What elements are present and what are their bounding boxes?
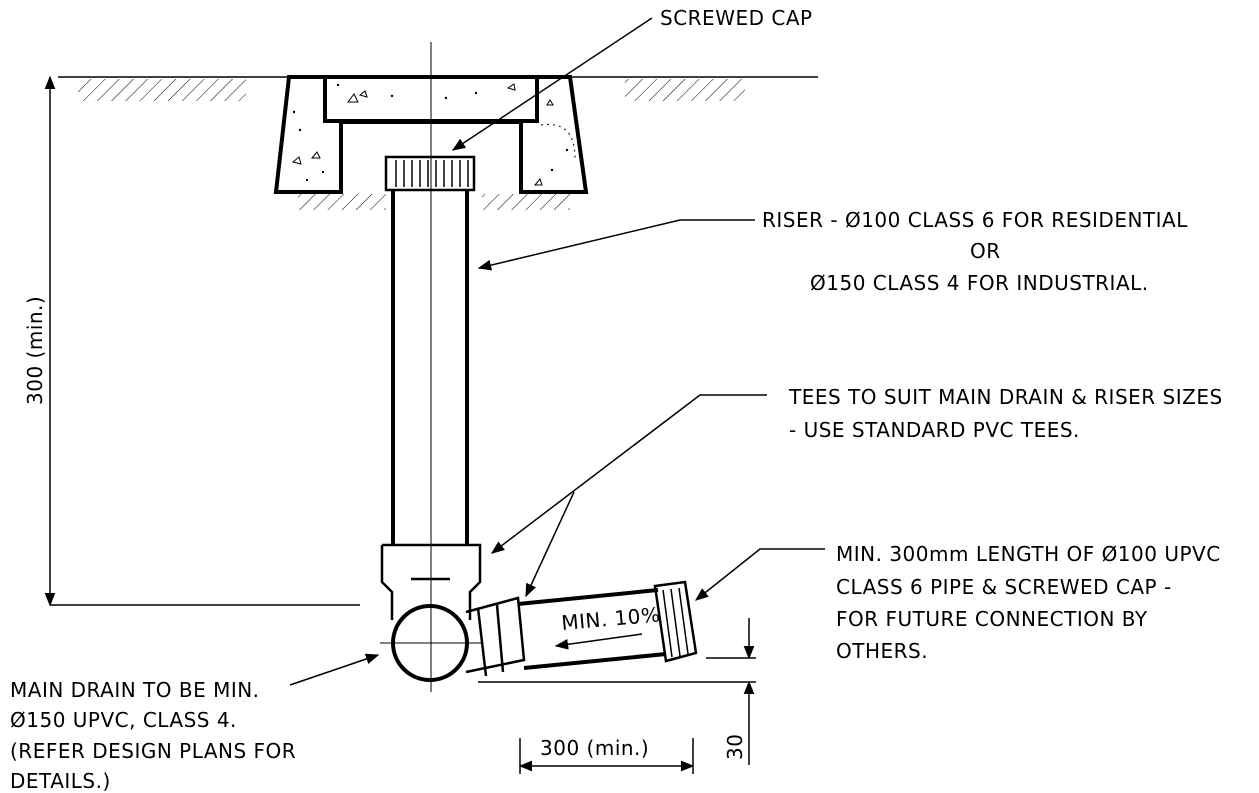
tees-label-line1: TEES TO SUIT MAIN DRAIN & RISER SIZES [788,385,1223,409]
leader-lines [289,17,825,686]
slope-arrow [554,633,643,650]
riser-screwed-cap [384,155,476,192]
future-connection-label-line3: FOR FUTURE CONNECTION BY [836,607,1148,631]
offset-dimension-label: 30 [723,734,747,760]
riser-label-line3: Ø150 CLASS 4 FOR INDUSTRIAL. [810,271,1149,295]
main-drain-label-line2: Ø150 UPVC, CLASS 4. [10,708,237,732]
riser-label-line1: RISER - Ø100 CLASS 6 FOR RESIDENTIAL [762,208,1188,232]
slope-label: MIN. 10% [560,602,661,635]
horizontal-dimension-label: 300 (min.) [540,736,649,760]
riser-pipe [391,190,469,545]
horizontal-dimension [518,738,695,774]
future-connection-label-line4: OTHERS. [836,639,928,663]
main-drain-label-line4: DETAILS.) [10,769,111,793]
soil-hatching [78,79,745,210]
main-drain-label-line3: (REFER DESIGN PLANS FOR [10,739,296,763]
offset-dimension [478,618,756,765]
branch-pipe [465,580,698,677]
vertical-dimension [44,75,360,607]
screwed-cap-label: SCREWED CAP [660,6,813,30]
vertical-dimension-label: 300 (min.) [23,296,47,405]
riser-label-line2: OR [970,239,1001,263]
main-drain-label-line1: MAIN DRAIN TO BE MIN. [10,678,260,702]
tee-fitting [380,543,482,682]
future-connection-label-line2: CLASS 6 PIPE & SCREWED CAP - [836,575,1172,599]
tees-label-line2: - USE STANDARD PVC TEES. [789,418,1080,442]
future-connection-label-line1: MIN. 300mm LENGTH OF Ø100 UPVC [836,542,1221,566]
